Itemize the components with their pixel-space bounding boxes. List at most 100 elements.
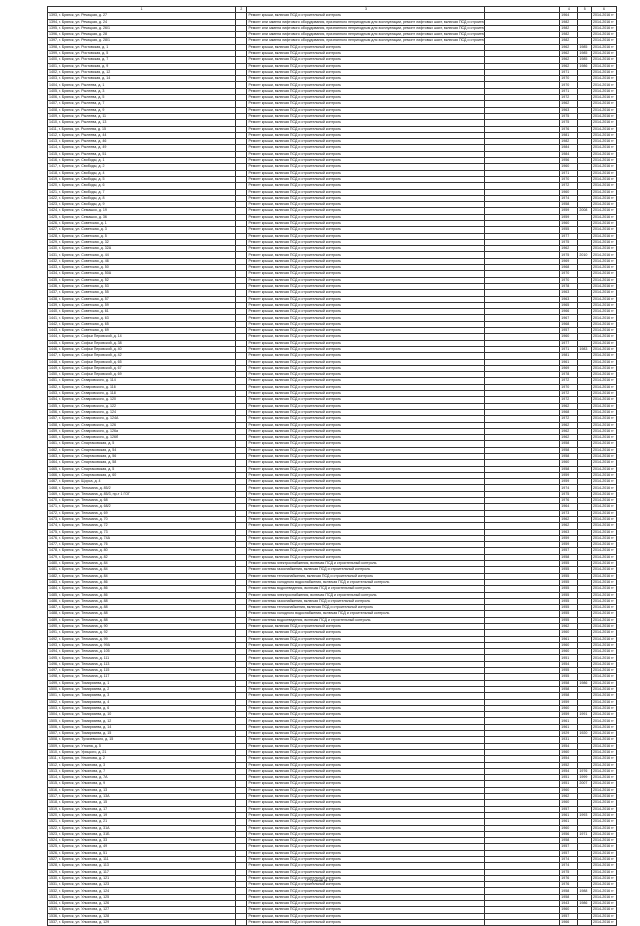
table-row: 1455, г. Брянск, ул. Ставровского, д. 12… — [46, 402, 617, 410]
build-year-cell: 1964 — [559, 503, 579, 511]
repair-period-cell: 2014-2016 гг — [591, 761, 617, 769]
build-year-cell: 1958 — [559, 452, 579, 461]
empty-cell — [235, 421, 248, 429]
empty-cell — [235, 446, 248, 455]
work-type-cell: Ремонт крыши, включая ПСД и строительный… — [246, 301, 486, 310]
repair-period-cell: 2014-2016 гг — [591, 497, 617, 505]
empty-cell — [235, 497, 248, 505]
repair-period-cell: 2014-2016 гг — [591, 43, 617, 52]
empty-cell — [235, 18, 248, 26]
work-type-cell: Ремонт крыши, включая ПСД и строительный… — [246, 62, 486, 70]
repair-period-cell: 2014-2016 гг — [591, 893, 617, 902]
repair-register-table: 1 2 3 4 5 6 1393, г. Брянск, ул. Речицка… — [46, 5, 617, 926]
work-type-cell: Ремонт или замена лифтового оборудования… — [246, 31, 486, 39]
build-year-cell: 1962 — [559, 434, 579, 442]
repair-period-cell: 2014-2016 гг — [591, 660, 617, 669]
repair-period-cell: 2014-2016 гг — [591, 434, 617, 442]
repair-period-cell: 2014-2016 гг — [591, 75, 617, 83]
repair-period-cell: 2014-2016 гг — [591, 119, 617, 127]
build-year-cell: 1966 — [559, 918, 579, 926]
repair-period-cell: 2014-2016 гг — [591, 364, 617, 373]
column-number: 6 — [591, 5, 617, 14]
repair-period-cell: 2014-2016 гг — [591, 692, 617, 700]
repair-period-cell: 2014-2016 гг — [591, 515, 617, 524]
work-type-cell: Ремонт крыши, включая ПСД и строительный… — [246, 112, 486, 121]
repair-period-cell: 2014-2016 гг — [591, 855, 617, 864]
build-year-cell: 1978 — [559, 371, 579, 379]
table-row: 1449, г. Брянск, ул. Софьи Перовской, д.… — [46, 364, 617, 373]
repair-period-cell: 2014-2016 гг — [591, 547, 617, 555]
work-type-cell: Ремонт крыши, включая ПСД и строительный… — [246, 270, 486, 278]
repair-period-cell: 2014-2016 гг — [591, 635, 617, 643]
work-type-cell: Ремонт крыши, включая ПСД и строительный… — [246, 471, 486, 480]
empty-cell — [235, 364, 248, 373]
build-year-cell: 1975 — [559, 112, 579, 121]
repair-period-cell: 2014-2016 гг — [591, 585, 617, 593]
work-type-cell: Ремонт крыши, включая ПСД и строительный… — [246, 389, 486, 398]
repair-period-cell: 2014-2016 гг — [591, 238, 617, 247]
repair-period-cell: 2014-2016 гг — [591, 641, 617, 650]
repair-period-cell: 2014-2016 гг — [591, 711, 617, 719]
empty-cell — [235, 301, 248, 310]
work-type-cell: Ремонт крыши, включая ПСД и строительный… — [246, 396, 486, 404]
table-row: 1452, г. Брянск, ул. Ставровского, д. 11… — [46, 383, 617, 392]
build-year-cell: 1971 — [559, 68, 579, 77]
work-type-cell: Ремонт крыши, включая ПСД и строительный… — [246, 371, 486, 379]
repair-period-cell: 2014-2016 гг — [591, 868, 617, 876]
repair-period-cell: 2014-2016 гг — [591, 18, 617, 26]
repair-period-cell: 2014-2016 гг — [591, 667, 617, 675]
column-number: 3 — [246, 5, 486, 14]
repair-period-cell: 2014-2016 гг — [591, 276, 617, 284]
work-type-cell: Ремонт крыши, включая ПСД и строительный… — [246, 446, 486, 455]
empty-cell — [235, 503, 248, 511]
repair-period-cell: 2014-2016 гг — [591, 446, 617, 455]
work-type-cell: Ремонт или замена лифтового оборудования… — [246, 37, 486, 45]
table-row: 1448, г. Брянск, ул. Софьи Перовской, д.… — [46, 358, 617, 366]
repair-period-cell: 2014-2016 гг — [591, 805, 617, 813]
repair-period-cell: 2014-2016 гг — [591, 427, 617, 436]
repair-period-cell: 2014-2016 гг — [591, 49, 617, 58]
build-year-cell: 1959 — [559, 471, 579, 480]
repair-period-cell: 2014-2016 гг — [591, 918, 617, 926]
work-type-cell: Ремонт крыши, включая ПСД и строительный… — [246, 364, 486, 373]
repair-period-cell: 2014-2016 гг — [591, 503, 617, 511]
empty-cell — [235, 81, 248, 89]
empty-cell — [235, 308, 248, 316]
repair-period-cell: 2014-2016 гг — [591, 157, 617, 165]
table-row: 1447, г. Брянск, ул. Софьи Перовской, д.… — [46, 352, 617, 360]
work-type-cell: Ремонт крыши, включая ПСД и строительный… — [246, 333, 486, 341]
repair-period-cell: 2014-2016 гг — [591, 327, 617, 335]
build-year-cell: 1972 — [559, 415, 579, 423]
repair-period-cell: 2014-2016 гг — [591, 125, 617, 133]
work-type-cell: Ремонт крыши, включая ПСД и строительный… — [246, 415, 486, 423]
repair-period-cell: 2014-2016 гг — [591, 648, 617, 656]
empty-cell — [235, 345, 248, 354]
empty-cell — [235, 452, 248, 461]
build-year-cell: 1958 — [559, 440, 579, 448]
repair-period-cell: 2014-2016 гг — [591, 541, 617, 549]
build-year-cell: 1963 — [559, 295, 579, 303]
empty-cell — [235, 427, 248, 436]
repair-period-cell: 2014-2016 гг — [591, 679, 617, 687]
repair-period-cell: 2014-2016 гг — [591, 862, 617, 870]
repair-period-cell: 2014-2016 гг — [591, 245, 617, 253]
repair-period-cell: 2014-2016 гг — [591, 314, 617, 322]
work-type-cell: Ремонт крыши, включая ПСД и строительный… — [246, 320, 486, 329]
repair-period-cell: 2014-2016 гг — [591, 339, 617, 347]
repair-period-cell: 2014-2016 гг — [591, 811, 617, 820]
repair-period-cell: 2014-2016 гг — [591, 207, 617, 215]
empty-cell — [235, 68, 248, 77]
repair-period-cell: 2014-2016 гг — [591, 912, 617, 920]
work-type-cell: Ремонт крыши, включая ПСД и строительный… — [246, 276, 486, 284]
